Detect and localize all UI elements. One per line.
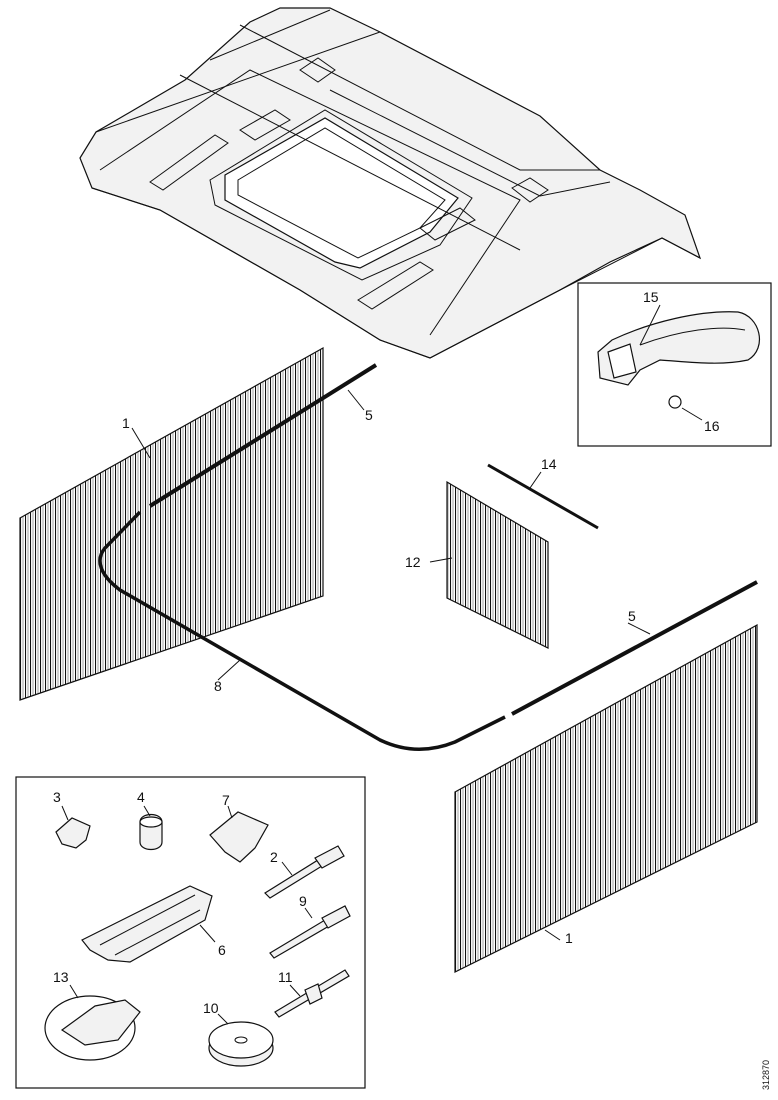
small-parts-box: [15, 776, 366, 1089]
roof-shell: [79, 7, 702, 359]
callout-2: 2: [270, 849, 278, 865]
screw: [668, 395, 682, 409]
strip-14: [487, 463, 599, 530]
seal-upper: [148, 363, 378, 508]
callout-11: 11: [278, 969, 293, 985]
strap: [597, 311, 760, 386]
callout-16: 16: [704, 418, 720, 434]
callout-12: 12: [405, 554, 421, 570]
strap-detail-box: [577, 282, 772, 447]
part-6-bracket: [81, 885, 213, 963]
callout-13: 13: [53, 969, 69, 985]
leader-lines: [131, 389, 651, 941]
callout-14: 14: [541, 456, 557, 472]
panel-12: [446, 480, 549, 649]
seal-lower: [511, 580, 758, 716]
panel-right: [454, 623, 758, 973]
part-3-clip: [55, 817, 91, 849]
panel-left: [19, 346, 324, 701]
callout-1-right: 1: [565, 930, 573, 946]
callout-8: 8: [214, 678, 222, 694]
callout-1-left: 1: [122, 415, 130, 431]
callout-15: 15: [643, 289, 659, 305]
callout-7: 7: [222, 792, 230, 808]
callout-6: 6: [218, 942, 226, 958]
callout-5-upper: 5: [365, 407, 373, 423]
callout-10: 10: [203, 1000, 219, 1016]
callout-4: 4: [137, 789, 145, 805]
callout-3: 3: [53, 789, 61, 805]
part-7-clip: [209, 811, 269, 863]
callout-9: 9: [299, 893, 307, 909]
document-number: 312870: [761, 1060, 771, 1090]
seal-8: [98, 510, 506, 751]
callout-5-lower: 5: [628, 608, 636, 624]
